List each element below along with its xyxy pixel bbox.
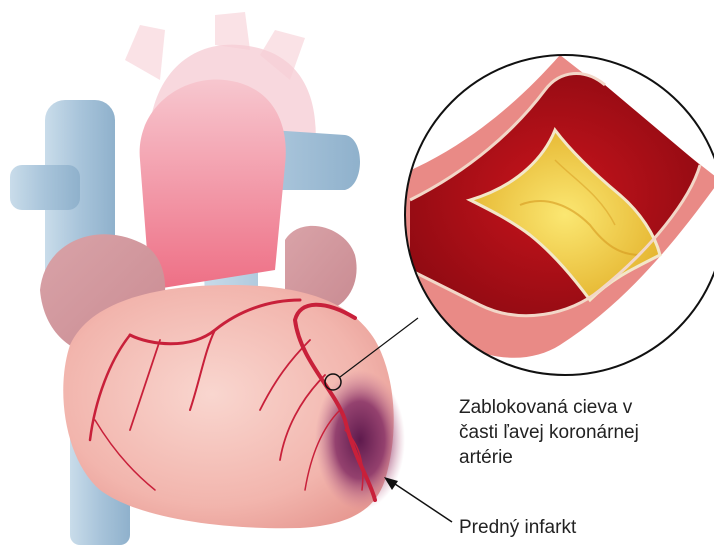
aorta (140, 80, 286, 290)
aortic-branch-1 (125, 25, 165, 80)
heart (10, 12, 405, 545)
blocked-vessel-label-line: časti ľavej koronárnej (459, 420, 709, 445)
artery-zoom-inset (400, 55, 714, 375)
blocked-vessel-label: Zablokovaná cieva v časti ľavej koronárn… (459, 395, 709, 470)
infarct-label: Predný infarkt (459, 515, 709, 540)
blocked-vessel-label-line: Zablokovaná cieva v (459, 395, 709, 420)
vena-cava-branch (10, 165, 80, 210)
blocked-vessel-label-line: artérie (459, 445, 709, 470)
aortic-branch-2 (215, 12, 250, 50)
infarct-arrow (384, 477, 452, 522)
